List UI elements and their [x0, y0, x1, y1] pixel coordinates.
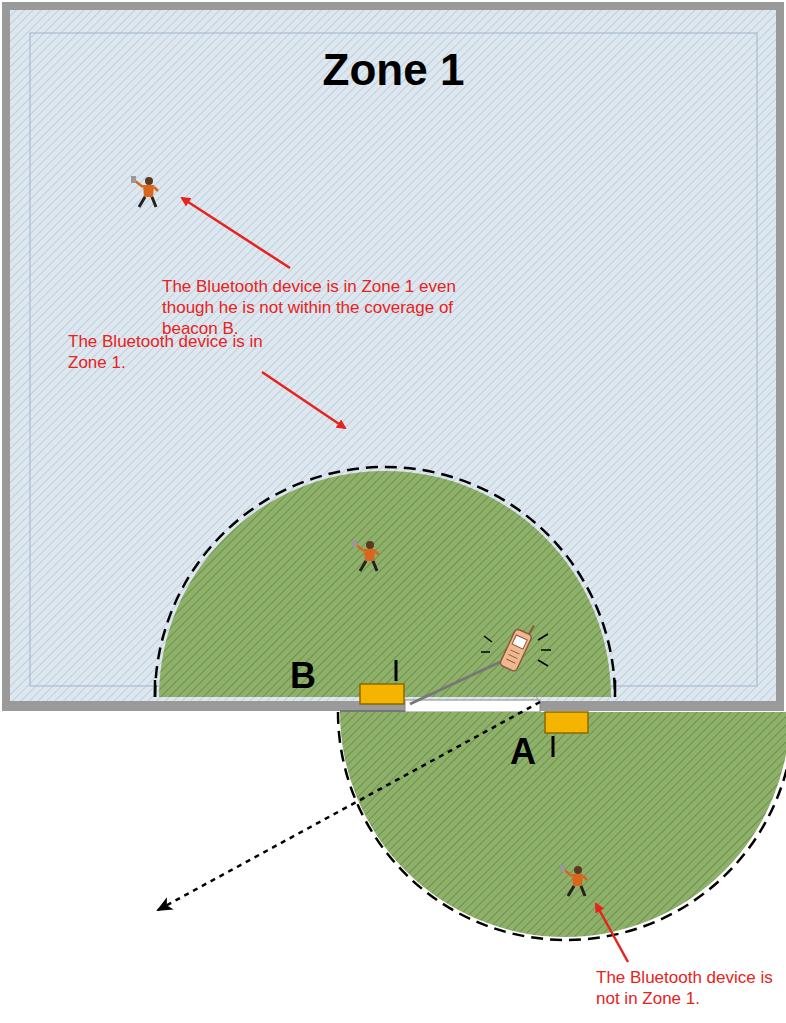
beacon-name: B	[290, 656, 330, 696]
coverage-a-boundary	[338, 712, 786, 940]
door-opening	[405, 700, 540, 712]
person-icon	[560, 865, 587, 896]
antenna	[395, 660, 398, 681]
wall	[2, 2, 784, 711]
callout-arrow	[262, 372, 345, 428]
phone-icon	[499, 619, 536, 672]
coverage-b-boundary	[155, 467, 615, 697]
note-text: The Bluetooth device is not in Zone 1.	[596, 967, 782, 1009]
zone-area	[10, 10, 776, 701]
callout-arrow	[596, 904, 628, 962]
coverage-a	[340, 712, 786, 937]
person-icon	[352, 540, 379, 571]
wall-edge	[340, 710, 405, 712]
beacon-a	[545, 712, 588, 733]
boundary-end	[614, 680, 617, 697]
boundary-end	[154, 680, 157, 697]
movement-arrow	[158, 702, 540, 910]
zone-title: Zone 1	[30, 45, 757, 95]
beacon-b	[360, 684, 404, 704]
person-icon	[131, 176, 158, 207]
note-text: The Bluetooth device is in Zone 1 even t…	[162, 276, 502, 339]
zone-region: Zone 1	[30, 33, 757, 686]
beacon-name: A	[510, 732, 550, 772]
door-leaf	[410, 662, 500, 704]
note-text: The Bluetooth device is in Zone 1.	[68, 331, 288, 373]
antenna	[552, 736, 555, 757]
signal-marks	[481, 634, 551, 666]
callout-arrow	[182, 198, 290, 268]
coverage-b	[159, 471, 611, 697]
